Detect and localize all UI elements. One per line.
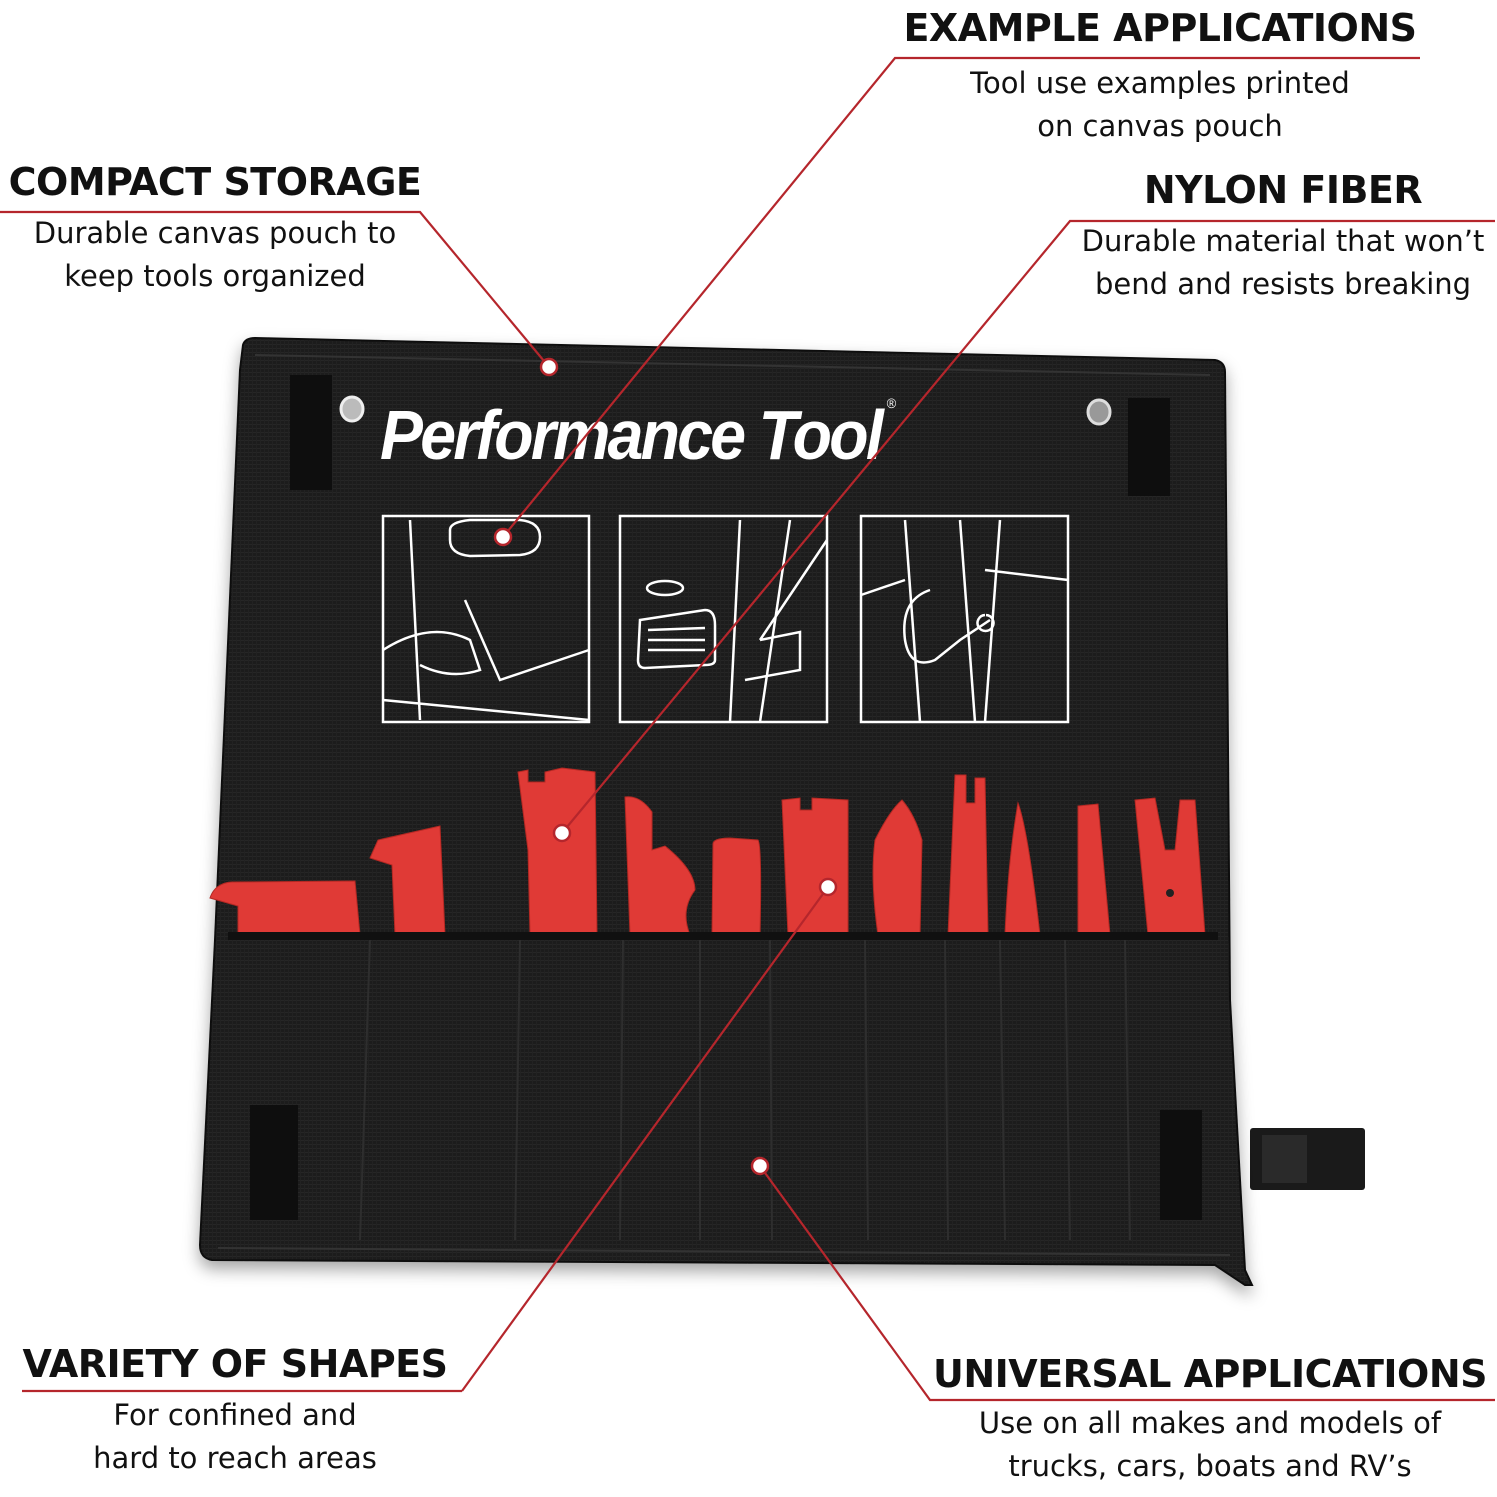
trim-tool-5: [711, 837, 762, 936]
brand-logo: Performance Tool®: [380, 395, 897, 474]
trim-tool-3: [517, 767, 598, 936]
callout-dot-icon: [493, 527, 513, 547]
velcro-patch: [1160, 1110, 1202, 1220]
callout-desc-line: Use on all makes and models of: [978, 1406, 1442, 1440]
trim-tool-7: [872, 799, 923, 936]
callout-desc-line: For confined and: [113, 1398, 357, 1432]
callout-desc-line: bend and resists breaking: [1094, 267, 1472, 301]
trim-tool-10: [1077, 803, 1111, 936]
callout-title: NYLON FIBER: [1143, 168, 1423, 212]
callout-desc-line: hard to reach areas: [93, 1441, 377, 1475]
callout-example-applications: EXAMPLE APPLICATIONS Tool use examples p…: [880, 6, 1440, 148]
trim-tool-2: [369, 825, 446, 936]
tool-pocket: [228, 932, 1218, 940]
callout-title: EXAMPLE APPLICATIONS: [903, 6, 1417, 50]
velcro-patch: [290, 375, 332, 490]
velcro-patch: [1128, 398, 1170, 496]
trim-tool-1: [209, 880, 361, 936]
callout-title: UNIVERSAL APPLICATIONS: [933, 1352, 1488, 1396]
canvas-pouch: [198, 336, 1254, 1286]
callout-compact-storage: COMPACT STORAGE Durable canvas pouch to …: [0, 160, 430, 298]
trim-tool-8: [947, 774, 989, 936]
callout-desc-line: Durable canvas pouch to: [33, 216, 397, 250]
callout-dot-icon: [539, 357, 559, 377]
callout-title: COMPACT STORAGE: [8, 160, 422, 204]
trim-tool-9: [1004, 801, 1041, 936]
callout-variety-of-shapes: VARIETY OF SHAPES For confined and hard …: [20, 1342, 450, 1480]
trim-tool-4: [624, 796, 696, 936]
callout-desc-line: Durable material that won’t: [1081, 224, 1485, 258]
callout-dot-icon: [818, 877, 838, 897]
illustration-panels: [381, 514, 1070, 724]
callout-dot-icon: [552, 823, 572, 843]
callout-desc-line: Tool use examples printed: [970, 66, 1350, 100]
callout-desc-line: on canvas pouch: [1037, 109, 1283, 143]
velcro-patch: [250, 1105, 298, 1220]
callout-desc-line: keep tools organized: [64, 259, 366, 293]
velcro-strap: [1250, 1128, 1365, 1190]
callout-nylon-fiber: NYLON FIBER Durable material that won’t …: [1068, 168, 1497, 306]
trim-tool-6: [781, 797, 849, 936]
callout-universal-applications: UNIVERSAL APPLICATIONS Use on all makes …: [930, 1352, 1490, 1488]
callout-dot-icon: [750, 1156, 770, 1176]
callout-desc-line: trucks, cars, boats and RV’s: [1008, 1449, 1412, 1483]
tool-hole-icon: [1166, 889, 1174, 897]
trim-tool-11: [1134, 797, 1206, 936]
callout-title: VARIETY OF SHAPES: [22, 1342, 448, 1386]
